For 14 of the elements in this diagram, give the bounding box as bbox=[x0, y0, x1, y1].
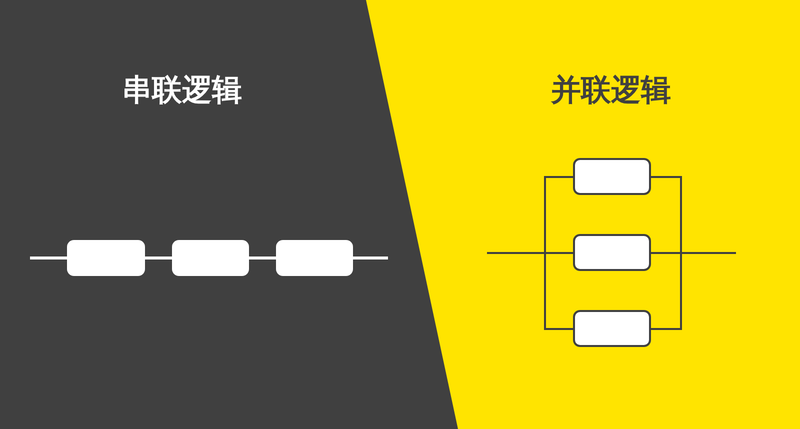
connector-line bbox=[487, 252, 573, 330]
process-box bbox=[172, 240, 249, 276]
connector-line bbox=[353, 256, 388, 260]
connector-line bbox=[249, 256, 276, 260]
process-box bbox=[573, 158, 651, 195]
connector-line bbox=[145, 256, 172, 260]
connector-line bbox=[30, 256, 67, 260]
section-title: 串联逻辑 bbox=[122, 73, 242, 109]
section-title: 并联逻辑 bbox=[551, 73, 671, 109]
process-box bbox=[573, 234, 651, 271]
connector-line bbox=[651, 252, 736, 330]
process-box bbox=[67, 240, 145, 276]
process-box bbox=[276, 240, 353, 276]
process-box bbox=[573, 310, 651, 347]
